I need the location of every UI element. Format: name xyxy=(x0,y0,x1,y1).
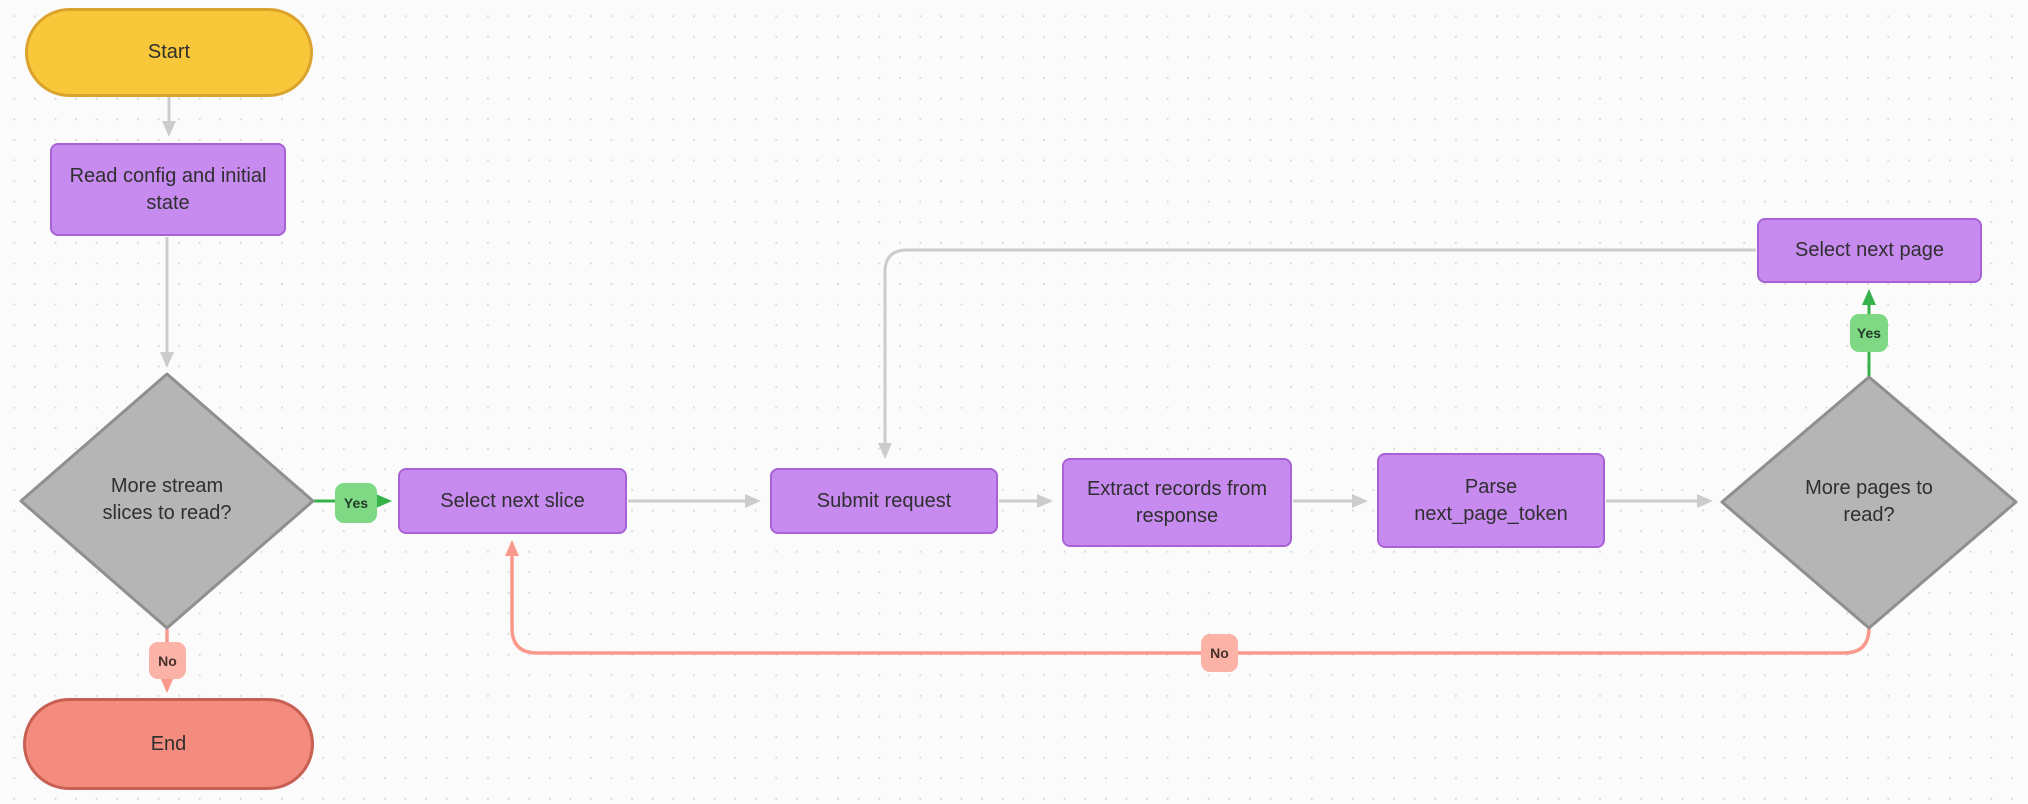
node-submit-request[interactable]: Submit request xyxy=(770,468,998,534)
edge-chip-more-slices-yes[interactable]: Yes xyxy=(335,483,377,523)
node-extract-records-label: Extract records from response xyxy=(1086,477,1268,527)
node-select-next-page[interactable]: Select next page xyxy=(1757,218,1982,283)
node-extract-records[interactable]: Extract records from response xyxy=(1062,458,1292,547)
edge-chip-more-pages-no[interactable]: No xyxy=(1201,634,1238,672)
node-parse-token[interactable]: Parse next_page_token xyxy=(1377,453,1605,548)
node-select-next-slice[interactable]: Select next slice xyxy=(398,468,627,534)
node-read-config[interactable]: Read config and initial state xyxy=(50,143,286,236)
edge-select-next-page-to-submit-request[interactable] xyxy=(878,248,1756,459)
node-submit-request-label: Submit request xyxy=(816,489,952,512)
node-select-next-slice-label: Select next slice xyxy=(440,489,585,512)
node-start[interactable]: Start xyxy=(25,8,313,97)
node-read-config-label: Read config and initial state xyxy=(69,164,267,214)
edge-more-pages-no[interactable] xyxy=(505,540,1871,655)
node-parse-token-label: Parse next_page_token xyxy=(1414,475,1568,525)
node-start-label: Start xyxy=(147,41,191,63)
node-more-pages-label: More pages to read? xyxy=(1805,477,1933,526)
edge-chip-more-slices-no[interactable]: No xyxy=(149,642,186,679)
node-more-pages-diamond[interactable] xyxy=(1720,375,2018,630)
edge-chip-more-pages-yes[interactable]: Yes xyxy=(1850,314,1888,352)
node-end[interactable]: End xyxy=(23,698,314,790)
node-select-next-page-label: Select next page xyxy=(1795,239,1944,261)
node-end-label: End xyxy=(150,732,187,755)
node-more-slices-label: More stream slices to read? xyxy=(102,475,232,524)
node-more-slices-diamond[interactable] xyxy=(19,372,315,630)
